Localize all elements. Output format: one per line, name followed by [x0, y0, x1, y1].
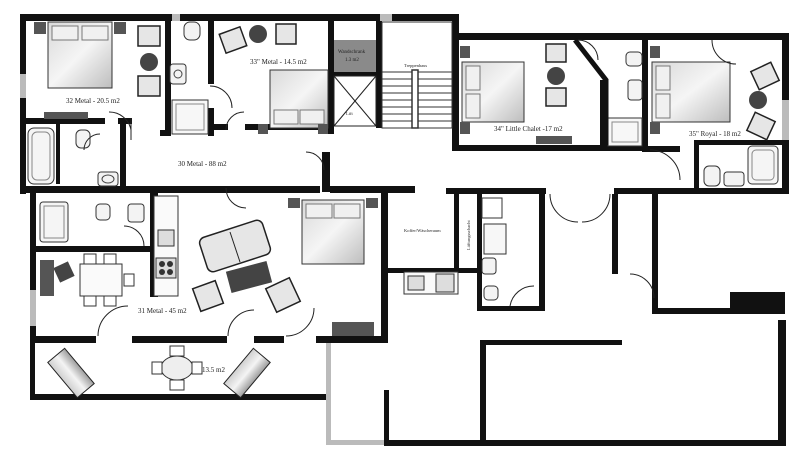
- room-35-furniture: [650, 46, 781, 187]
- room-34-furniture: [460, 38, 643, 147]
- terrace-furniture: [47, 345, 271, 399]
- label-lueftung: Lüftungsschacht: [466, 220, 471, 250]
- label-room-32: 32 Metal - 20.5 m2: [66, 97, 120, 105]
- label-room-30: 30 Metal - 88 m2: [178, 160, 227, 168]
- room-32-furniture: [27, 21, 161, 187]
- room-31-furniture: [39, 195, 378, 336]
- room-33-furniture: [218, 23, 329, 134]
- bath-32-33: [169, 21, 209, 135]
- label-koffer: Koffer/Wäscheraum: [404, 228, 441, 233]
- label-room-33: 33" Metal - 14.5 m2: [250, 58, 307, 66]
- label-wandschrank-area: 1.3 m2: [345, 58, 359, 63]
- label-wandschrank: Wandschrank: [338, 50, 366, 55]
- doors: [83, 39, 737, 337]
- label-room-34: 34" Little Chalet -17 m2: [494, 125, 563, 133]
- label-room-31: 31 Metal - 45 m2: [138, 307, 187, 315]
- label-terrace: 13.5 m2: [202, 366, 225, 374]
- label-treppenhaus: Treppenhaus: [404, 63, 427, 68]
- windows: [20, 14, 789, 445]
- laundry-furniture: [403, 197, 507, 301]
- label-lift: Lift: [346, 111, 353, 116]
- lift-shaft: [333, 75, 377, 127]
- wardrobe-box: [334, 40, 376, 72]
- room-labels: 32 Metal - 20.5 m2 33" Metal - 14.5 m2 3…: [66, 50, 741, 374]
- label-room-35: 35" Royal - 18 m2: [689, 130, 741, 138]
- staircase: [381, 21, 453, 129]
